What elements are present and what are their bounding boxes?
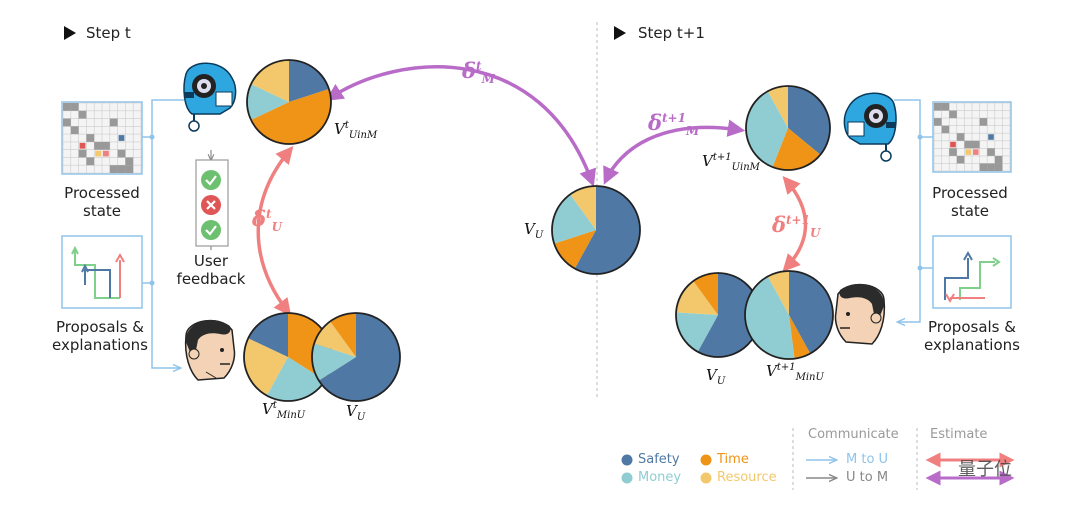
- processed-state-grid-left: [61, 101, 143, 175]
- legend-communicate-label: Communicate: [808, 427, 899, 442]
- pie-v-u-center-time-slice: [554, 230, 596, 269]
- v-u-center-label: VU: [524, 220, 544, 241]
- pie-v-uinm-money-slice: [247, 84, 289, 120]
- user-feedback-label: User feedback: [176, 252, 246, 288]
- pie-v-u-right: [675, 272, 761, 358]
- proposals-label-left: Proposals & explanations: [52, 318, 148, 354]
- v-u-left-label: VU: [346, 402, 366, 423]
- legend-m-to-u-label: M to U: [846, 452, 889, 467]
- pie-v-uinm-time-slice: [250, 89, 331, 144]
- legend-money-swatch: [621, 472, 633, 484]
- delta-m-next-arc: [603, 119, 746, 185]
- pie-v-minu-next-safety-slice: [789, 271, 833, 354]
- right-communication-line: [894, 99, 921, 322]
- v-u-right-label: VU: [706, 366, 726, 387]
- pie-v-minu-resource-slice: [244, 338, 288, 396]
- pie-v-uinm-next-resource-slice: [767, 86, 788, 128]
- delta-u-next-arc: [782, 176, 808, 272]
- pie-v-uinm-resource-slice: [250, 60, 289, 102]
- pie-v-uinm-next-safety-slice: [788, 85, 831, 155]
- processed-state-label-left: Processed state: [64, 184, 140, 220]
- robot-avatar-left: [183, 62, 237, 132]
- proposals-diagram-right: [932, 235, 1012, 309]
- pie-v-u-left: [311, 312, 401, 402]
- legend-safety-swatch: [621, 454, 633, 466]
- user-feedback-panel: [195, 150, 229, 250]
- step-right-arrow-icon: [614, 26, 626, 40]
- pie-v-minu-next-money-slice: [745, 276, 795, 359]
- legend-safety-label: Safety: [638, 452, 680, 467]
- pie-v-uinm-next-money-slice: [746, 91, 788, 168]
- pie-v-minu-next-time-slice: [789, 315, 811, 359]
- step-t1-label: Step t+1: [638, 24, 705, 42]
- pie-v-uinm-safety-slice: [289, 60, 329, 102]
- legend-time-swatch: [700, 454, 712, 466]
- pie-v-u-right-resource-slice: [676, 281, 718, 315]
- legend-u-to-m-label: U to M: [846, 470, 889, 485]
- robot-avatar-right: [843, 92, 897, 162]
- legend-resource-swatch: [700, 472, 712, 484]
- step-left-arrow-icon: [64, 26, 76, 40]
- v-uinm-label: VtUinM: [334, 120, 378, 141]
- pie-v-u-right-time-slice: [693, 273, 718, 315]
- delta-m-label: δtM: [462, 58, 495, 87]
- proposals-label-right: Proposals & explanations: [924, 318, 1020, 354]
- check-icon: [201, 220, 221, 240]
- processed-state-grid-right: [932, 101, 1012, 173]
- delta-u-arc: [256, 145, 294, 317]
- delta-u-label: δtU: [252, 206, 283, 235]
- pie-v-minu-next: [744, 270, 834, 360]
- pie-v-minu-money-slice: [266, 357, 326, 402]
- left-communication-line: [151, 99, 184, 368]
- delta-u-next-label: δt+1U: [772, 212, 821, 241]
- pie-v-u-left-time-slice: [330, 313, 356, 357]
- pie-charts: [243, 59, 834, 402]
- step-t-label: Step t: [86, 24, 131, 42]
- pie-v-u-left-safety-slice: [318, 313, 400, 401]
- legend-estimate-label: Estimate: [930, 427, 988, 442]
- proposals-diagram-left: [61, 235, 143, 309]
- v-minu-label: VtMinU: [262, 400, 306, 421]
- pie-v-u-right-safety-slice: [697, 273, 761, 357]
- pie-v-u-left-money-slice: [312, 343, 356, 381]
- legend-money-label: Money: [638, 470, 682, 485]
- watermark: 量子位: [958, 459, 1012, 480]
- human-avatar-right: [834, 283, 886, 345]
- pie-v-minu-safety-slice: [248, 313, 288, 357]
- pie-v-u-center-money-slice: [552, 194, 596, 244]
- pie-v-u-center-safety-slice: [574, 186, 641, 275]
- v-minu-next-label: Vt+1MinU: [766, 362, 824, 383]
- pie-v-uinm-next: [745, 85, 831, 171]
- pie-v-minu-next-resource-slice: [767, 271, 789, 315]
- pie-v-uinm: [246, 59, 332, 145]
- pie-v-u-center-resource-slice: [570, 186, 596, 230]
- delta-m-next-label: δt+1M: [648, 110, 700, 139]
- pie-v-u-left-resource-slice: [314, 321, 356, 357]
- legend-resource-label: Resource: [717, 470, 777, 485]
- processed-state-label-right: Processed state: [932, 184, 1008, 220]
- v-uinm-next-label: Vt+1UinM: [702, 152, 760, 173]
- human-avatar-left: [184, 319, 236, 381]
- check-icon: [201, 170, 221, 190]
- legend: [621, 428, 1015, 490]
- delta-m-arc: [325, 65, 596, 187]
- legend-time-label: Time: [717, 452, 749, 467]
- pie-v-uinm-next-time-slice: [772, 128, 821, 170]
- pie-v-u-center: [551, 185, 641, 275]
